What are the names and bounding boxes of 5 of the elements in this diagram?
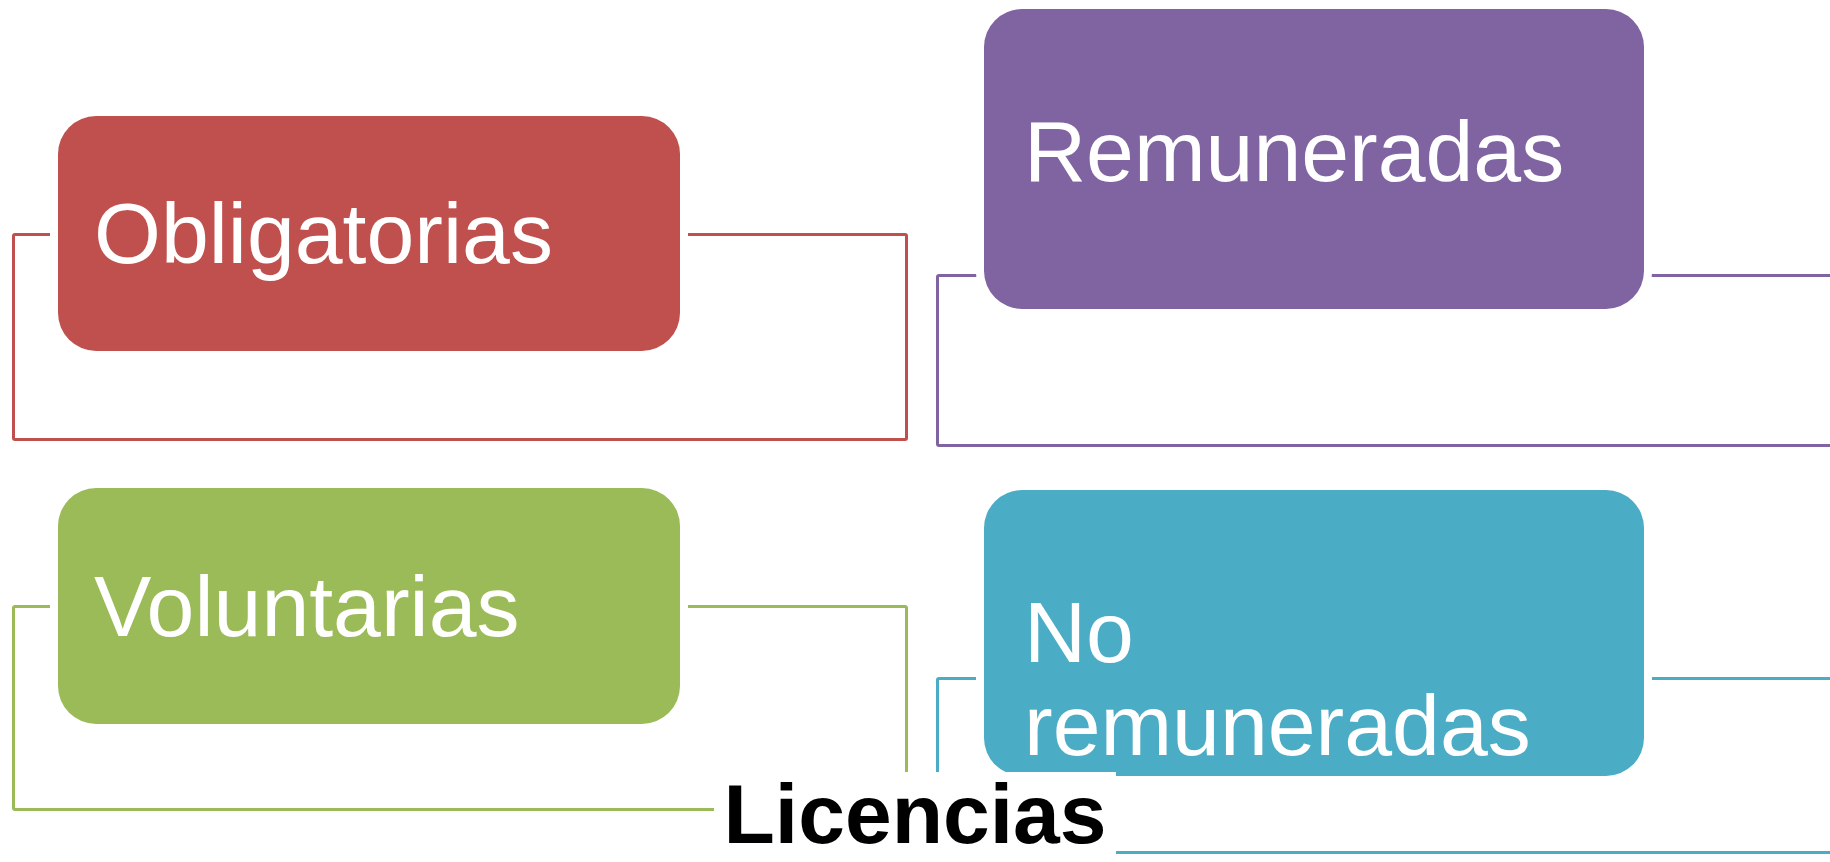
category-label: Obligatorias [94,187,553,280]
category-label: Remuneradas [1024,105,1565,198]
category-label: Voluntarias [94,559,520,653]
category-label: No remuneradas [1024,586,1532,772]
diagram-title: Licencias [713,772,1117,856]
